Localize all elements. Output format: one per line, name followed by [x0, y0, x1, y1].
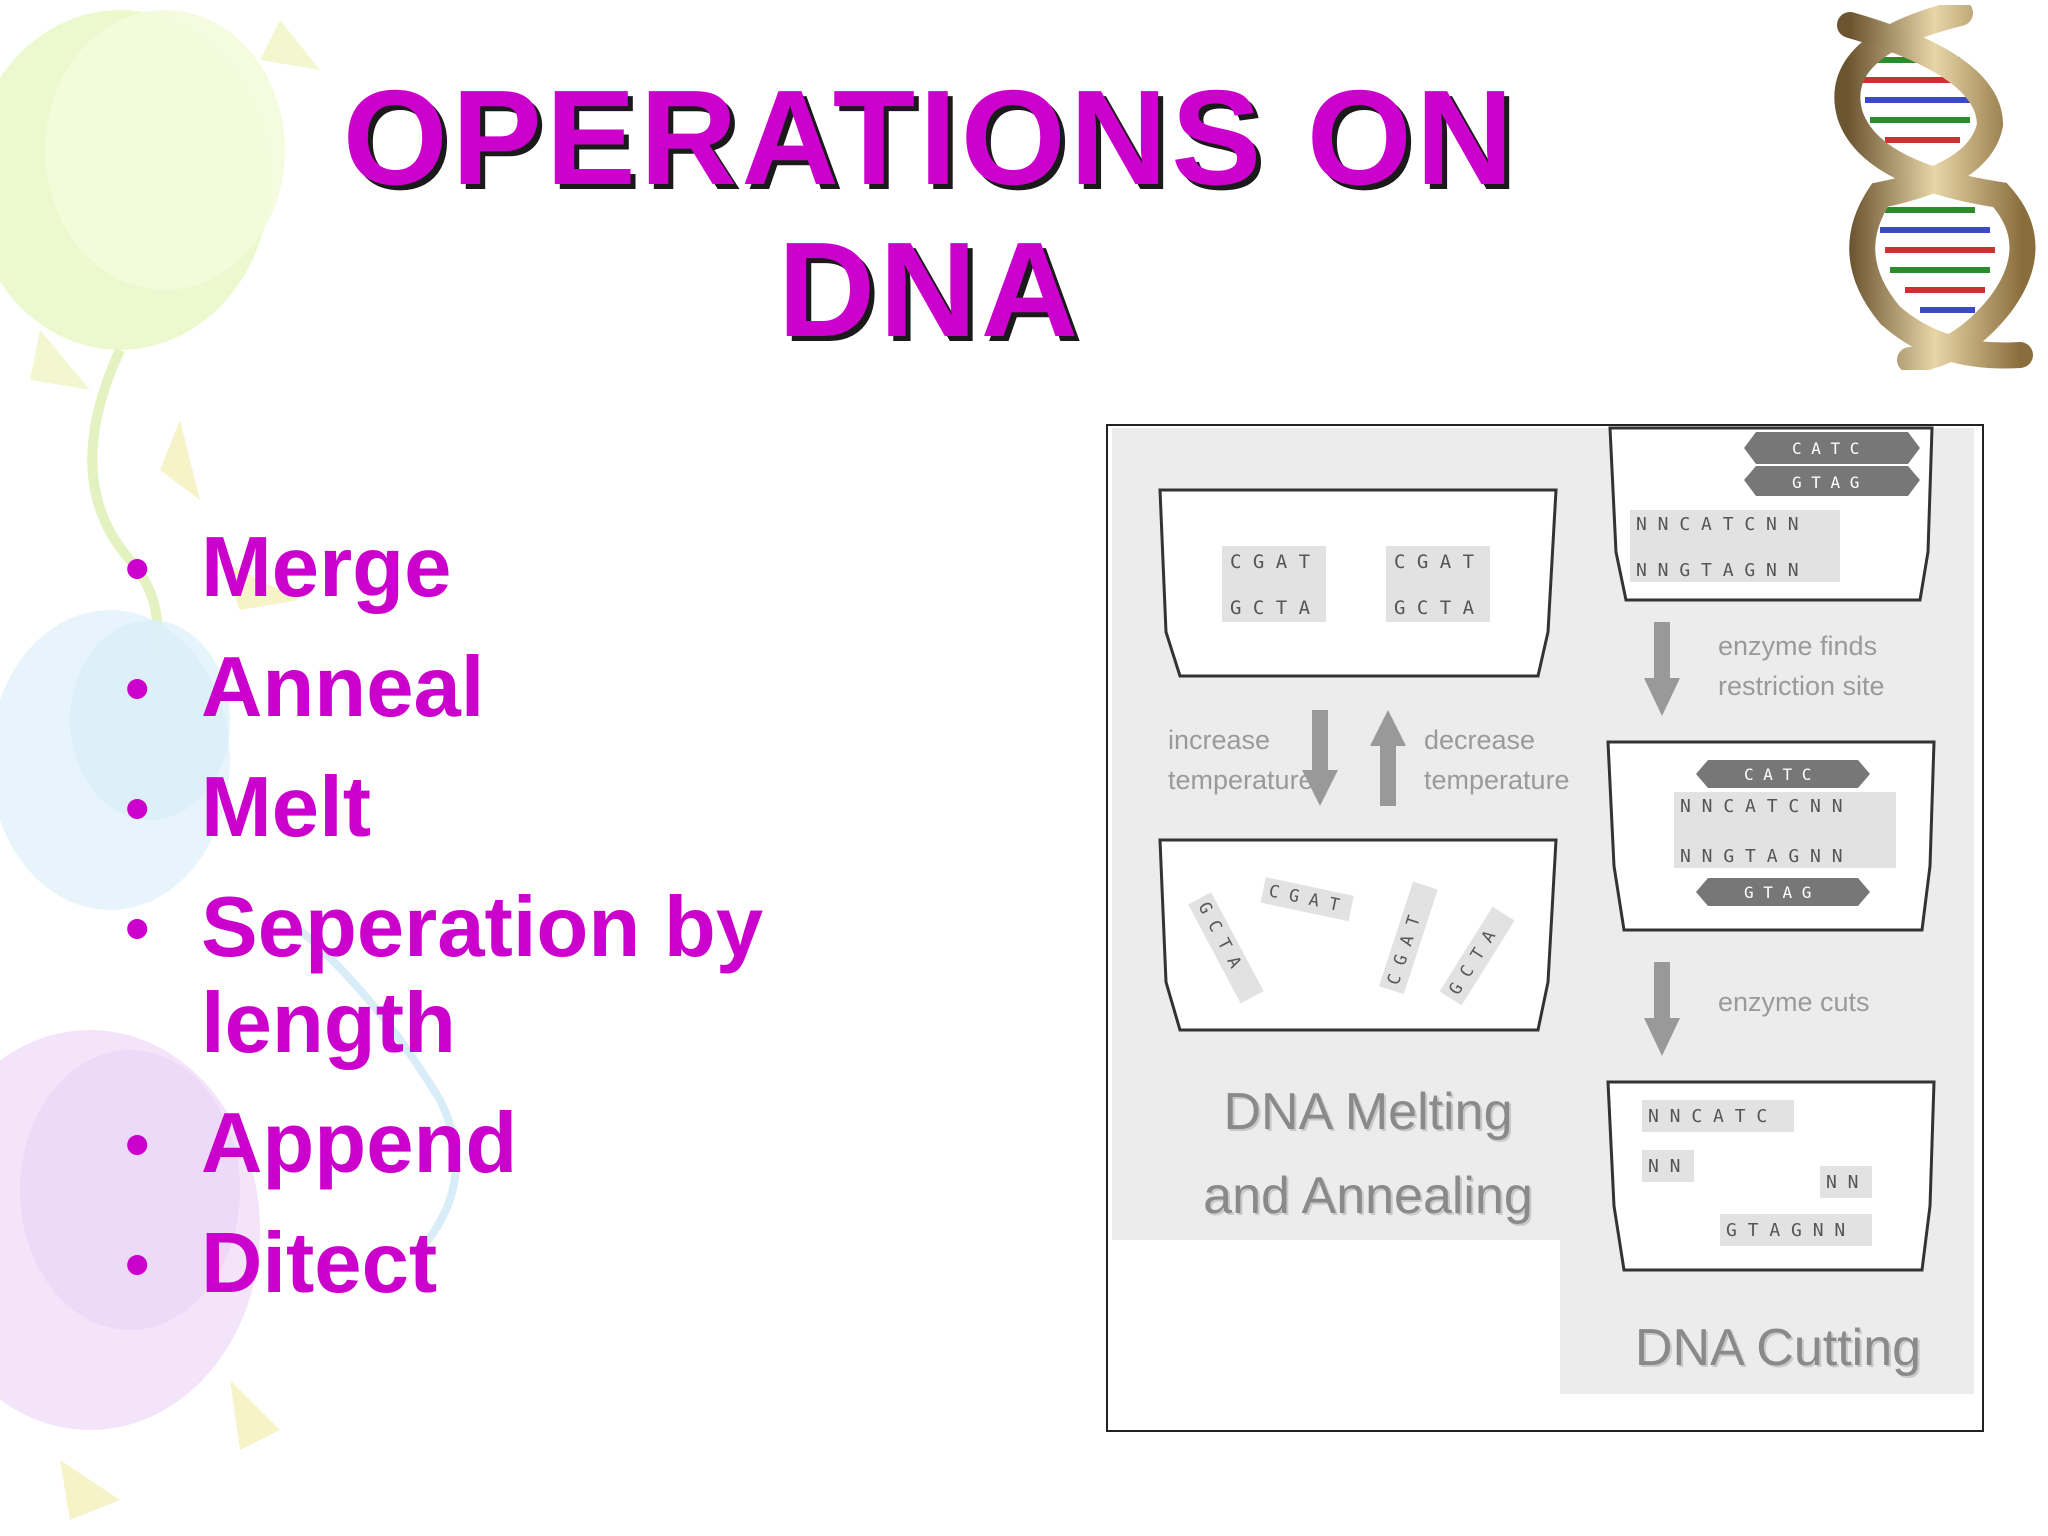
down-arrow-cuts	[1644, 962, 1680, 1056]
bullet-dot: •	[125, 889, 150, 967]
beaker-enzyme: C A T C G T A G N N C A T C N N N N G T …	[1608, 426, 1934, 602]
bullet-dot: •	[125, 1225, 150, 1303]
svg-text:G C T A: G C T A	[1394, 597, 1475, 619]
svg-text:C A T C: C A T C	[1792, 439, 1859, 458]
dna-operations-figure: C G A T G C T A C G A T G C T A G C T A …	[1106, 424, 1984, 1432]
bullet-item: •Seperation by length	[125, 880, 764, 1071]
bullet-dot: •	[125, 529, 150, 607]
figure-drawing: C G A T G C T A C G A T G C T A G C T A …	[1112, 426, 1974, 1394]
bullet-item: •Merge	[125, 520, 452, 615]
svg-text:C A T C: C A T C	[1744, 765, 1811, 784]
slide-title: OPERATIONS ON DNA	[342, 62, 1518, 365]
svg-text:N N: N N	[1648, 1156, 1681, 1177]
bullet-dot: •	[125, 649, 150, 727]
decrease-temperature-label: decrease temperature	[1424, 725, 1570, 795]
svg-text:N N G T A G N N: N N G T A G N N	[1636, 560, 1799, 581]
temperature-arrows	[1302, 710, 1406, 806]
svg-text:G T A G: G T A G	[1744, 883, 1811, 902]
beaker-bound: C A T C G T A G N N C A T C N N N N G T …	[1606, 740, 1936, 932]
beaker-melted: G C T A C G A T C G A T G C T A	[1158, 838, 1558, 1032]
melting-caption: DNA Melting and Annealing	[1203, 1083, 1533, 1225]
bullet-item: •Anneal	[125, 640, 485, 735]
svg-text:N N G T A G N N: N N G T A G N N	[1680, 846, 1843, 867]
enzyme-cuts-label: enzyme cuts	[1718, 987, 1870, 1017]
dna-helix-icon	[1834, 5, 2036, 370]
svg-text:N N: N N	[1826, 1172, 1859, 1193]
svg-text:G T A G: G T A G	[1792, 473, 1859, 492]
svg-text:C G A T: C G A T	[1230, 551, 1310, 573]
beaker-cut: N N C A T C N N N N G T A G N N	[1606, 1080, 1936, 1272]
svg-text:N N C A T C: N N C A T C	[1648, 1106, 1767, 1127]
svg-text:N N C A T C N N: N N C A T C N N	[1680, 796, 1843, 817]
bullet-list: •Merge •Anneal •Melt •Seperation by leng…	[125, 520, 941, 1336]
beaker-annealed: C G A T G C T A C G A T G C T A	[1158, 488, 1558, 678]
bullet-dot: •	[125, 769, 150, 847]
svg-text:C G A T: C G A T	[1394, 551, 1474, 573]
svg-text:N N C A T C N N: N N C A T C N N	[1636, 514, 1799, 535]
bullet-item: •Ditect	[125, 1216, 438, 1311]
enzyme-finds-label: enzyme finds restriction site	[1718, 631, 1885, 701]
increase-temperature-label: increase temperature	[1168, 725, 1314, 795]
svg-text:G C T A: G C T A	[1230, 597, 1311, 619]
bullet-item: •Append	[125, 1096, 518, 1191]
down-arrow-finds	[1644, 622, 1680, 716]
svg-text:G T A G N N: G T A G N N	[1726, 1220, 1845, 1241]
cutting-caption: DNA Cutting	[1634, 1319, 1922, 1377]
bullet-dot: •	[125, 1105, 150, 1183]
bullet-item: •Melt	[125, 760, 371, 855]
